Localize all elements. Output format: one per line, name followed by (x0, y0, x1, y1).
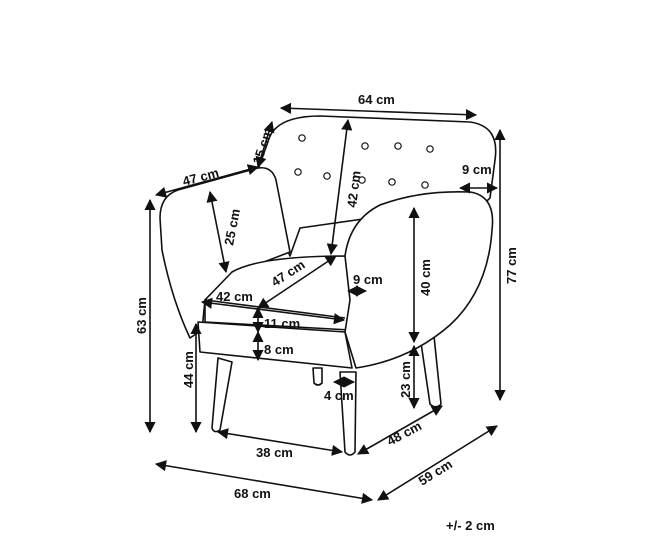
leg-front-right (339, 371, 357, 456)
label-leg-width: 4 cm (324, 388, 354, 403)
label-leg-height: 23 cm (398, 361, 413, 398)
tolerance-note: +/- 2 cm (446, 518, 495, 533)
label-arm-front-height: 40 cm (418, 259, 433, 296)
label-total-height: 77 cm (504, 247, 519, 284)
arrow-arm-depth (154, 164, 260, 198)
arrow-leg-span (216, 428, 344, 456)
tuft-button (426, 145, 434, 153)
label-inner-arm-height: 25 cm (221, 208, 243, 247)
tuft-button (361, 142, 369, 150)
arrow-inner-arm-height (206, 190, 230, 274)
label-arm-width: 9 cm (462, 162, 492, 177)
label-total-depth: 59 cm (416, 456, 455, 488)
label-base-depth: 48 cm (384, 418, 424, 449)
label-leg-span: 38 cm (256, 445, 293, 460)
label-total-width: 68 cm (234, 486, 271, 501)
tuft-button (298, 134, 306, 142)
label-seat-height: 44 cm (181, 351, 196, 388)
label-arm-height: 63 cm (134, 297, 149, 334)
tuft-button (388, 178, 396, 186)
label-back-width: 64 cm (358, 92, 395, 107)
arrow-back-width (279, 102, 478, 121)
tuft-button (294, 168, 302, 176)
dimension-lines (144, 102, 506, 504)
label-seat-width: 42 cm (216, 289, 253, 304)
dimension-labels: 64 cm 15 cm 47 cm 42 cm 9 cm 77 cm 25 cm… (134, 92, 519, 533)
arrow-total-depth (377, 425, 498, 501)
arrow-back-top-height (255, 120, 275, 169)
arrow-seat-width (200, 297, 346, 325)
label-seat-cushion: 11 cm (264, 316, 300, 331)
label-back-cushion-height: 42 cm (344, 170, 363, 208)
leg-hidden (312, 367, 323, 386)
arrow-total-width (154, 460, 374, 504)
tuft-button (358, 176, 366, 184)
tuft-button (394, 142, 402, 150)
tuft-button (421, 181, 429, 189)
tuft-button (323, 172, 331, 180)
label-frame-height: 8 cm (264, 342, 294, 357)
arrow-back-cushion-height (326, 118, 353, 256)
leg-back-right (419, 335, 442, 408)
label-seat-arm-gap: 9 cm (353, 272, 383, 287)
leg-back-left (211, 357, 233, 433)
